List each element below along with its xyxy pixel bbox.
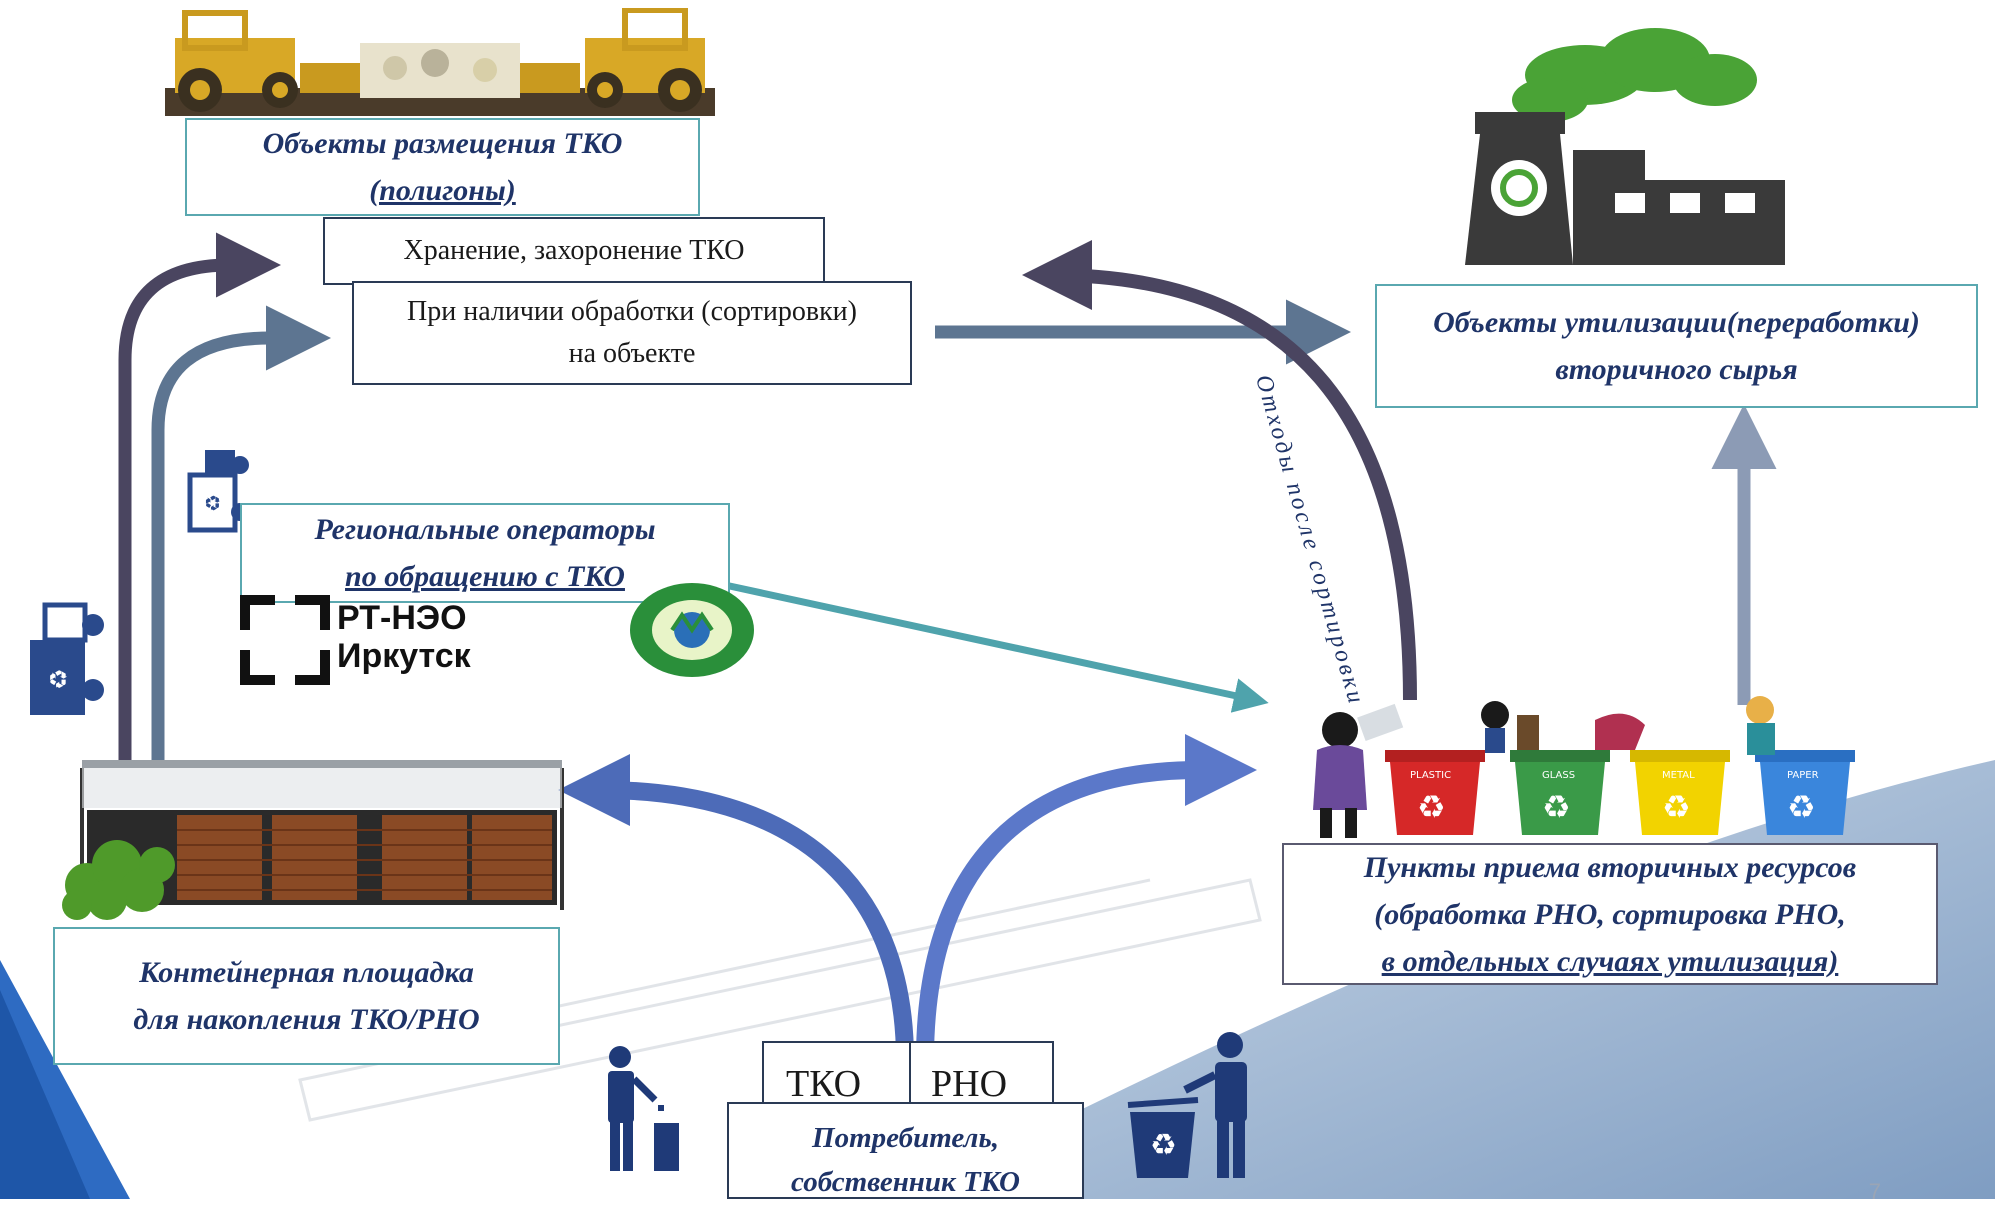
container-site-line2: для накопления ТКО/РНО [133,1003,480,1036]
rt-neo-mark-icon [240,595,330,685]
recycling-line1: Объекты утилизации(переработки) [1433,306,1920,339]
bin-label-paper: PAPER [1787,770,1819,781]
collection-points-line1: Пункты приема вторичных ресурсов [1363,850,1857,884]
factory-icon [1465,28,1785,265]
landfill-title: Объекты размещения ТКО [262,127,623,160]
svg-text:♻: ♻ [1787,788,1816,826]
bin-label-metal: METAL [1662,770,1695,781]
collection-points-box: Пункты приема вторичных ресурсов (обрабо… [1282,843,1938,985]
garbage-truck-icon-2: ♻ [30,602,104,715]
operators-box: Региональные операторы по обращению с ТК… [240,503,730,603]
svg-text:♻: ♻ [201,494,225,512]
arrow-consumer-to-container [558,754,914,1061]
arrow-operators-to-points [724,581,1269,713]
bulldozers-icon [165,8,715,116]
landfill-box: Объекты размещения ТКО (полигоны) [185,118,700,216]
svg-text:♻: ♻ [45,668,73,690]
rt-neo-line2: Иркутск [337,637,471,675]
svg-text:♻: ♻ [1150,1128,1177,1163]
container-site-line1: Контейнерная площадка [139,956,474,989]
container-site-icon [62,760,564,920]
landfill-subtitle: (полигоны) [369,174,516,207]
svg-text:♻: ♻ [1542,788,1571,826]
bin-label-glass: GLASS [1542,770,1575,781]
arrow-consumer-to-points [916,734,1257,1061]
svg-text:♻: ♻ [1417,788,1446,826]
garbage-truck-icon: ♻ [187,450,249,533]
arrow-container-to-sorting [151,305,331,760]
rno-tag-label: РНО [931,1063,1008,1105]
svg-text:♻: ♻ [1662,788,1691,826]
consumer-line2: собственник ТКО [791,1166,1020,1198]
sorting-line1: При наличии обработки (сортировки) [407,296,857,327]
collection-points-line3: в отдельных случаях утилизация) [1381,944,1839,978]
recycling-bin-plastic-icon: PLASTIC ♻ [1385,750,1485,835]
tko-tag-label: ТКО [786,1063,862,1105]
sorting-box: При наличии обработки (сортировки) на об… [352,281,912,385]
person-bin-icon: ♻ [1127,1032,1247,1178]
person-trash-icon [608,1046,679,1171]
recycling-bin-glass-icon: GLASS ♻ [1510,750,1610,835]
operators-line1: Региональные операторы [314,513,656,546]
recycling-box: Объекты утилизации(переработки) вторично… [1375,284,1978,408]
storage-label: Хранение, захоронение ТКО [403,235,745,266]
sorting-bins-people-icon: PLASTIC ♻ GLASS ♻ METAL ♻ PAPER ♻ [1313,696,1855,838]
recycling-bin-metal-icon: METAL ♻ [1630,750,1730,835]
collection-points-line2: (обработка РНО, сортировка РНО, [1374,897,1846,931]
person-left-icon [1313,703,1404,838]
rt-neo-line1: РТ-НЭО [337,599,467,637]
page-number: 7 [1868,1179,1881,1204]
operators-line2: по обращению с ТКО [345,560,625,593]
recycling-bin-paper-icon: PAPER ♻ [1755,750,1855,835]
bin-label-plastic: PLASTIC [1410,770,1451,781]
consumer-box: Потребитель, собственник ТКО [727,1102,1084,1199]
northern-operator-logo [630,583,754,677]
rt-neo-logo: РТ-НЭО Иркутск [240,595,471,685]
arrow-points-to-landfill [1022,240,1417,701]
container-site-box: Контейнерная площадка для накопления ТКО… [53,927,560,1065]
arrow-container-to-storage [118,232,281,760]
sorting-line2: на объекте [568,338,696,369]
storage-box: Хранение, захоронение ТКО [323,217,825,285]
consumer-line1: Потребитель, [812,1122,999,1154]
recycling-line2: вторичного сырья [1555,353,1798,386]
